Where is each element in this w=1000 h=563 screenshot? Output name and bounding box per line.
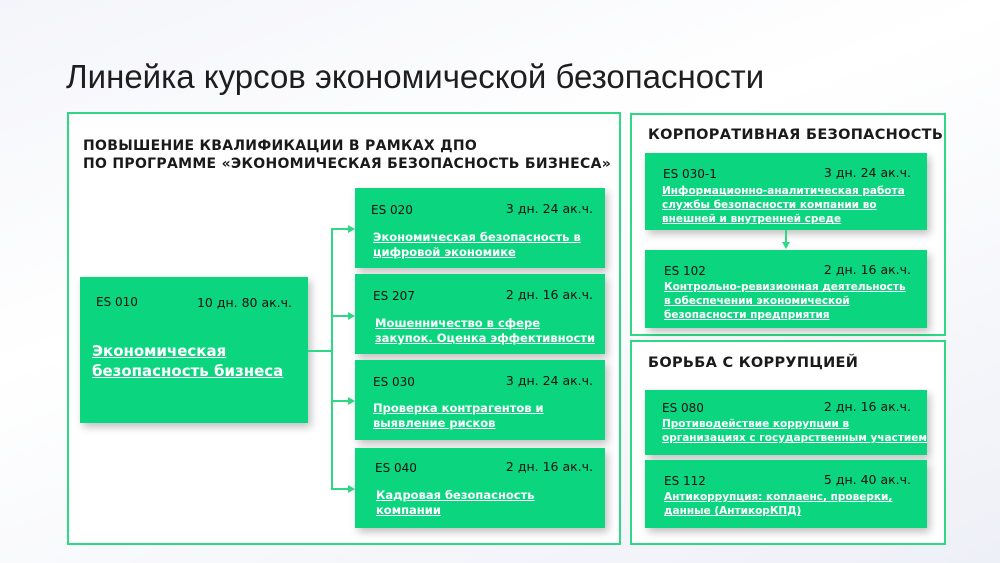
course-link[interactable]: Информационно-аналитическая работа служб… xyxy=(662,185,905,225)
course-code: ES 080 xyxy=(662,401,704,415)
course-card-es207[interactable]: ES 207 2 дн. 16 ак.ч. Мошенничество в сф… xyxy=(355,274,605,354)
course-code: ES 030 xyxy=(373,375,415,389)
course-duration: 3 дн. 24 ак.ч. xyxy=(823,165,911,180)
course-link[interactable]: Антикоррупция: коплаенс, проверки, данны… xyxy=(664,491,893,517)
connector xyxy=(331,228,349,230)
course-card-es010[interactable]: ES 010 10 дн. 80 ак.ч. Экономическая без… xyxy=(80,277,308,423)
course-link[interactable]: Кадровая безопасность компании xyxy=(376,488,535,517)
course-link[interactable]: Мошенничество в сфере закупок. Оценка эф… xyxy=(375,316,596,345)
connector xyxy=(785,230,787,244)
arrow-icon xyxy=(348,312,355,320)
course-card-es040[interactable]: ES 040 2 дн. 16 ак.ч. Кадровая безопасно… xyxy=(355,448,605,528)
course-link[interactable]: Проверка контрагентов и выявление рисков xyxy=(373,401,544,430)
course-code: ES 102 xyxy=(664,264,706,278)
connector xyxy=(331,400,349,402)
course-code: ES 112 xyxy=(664,474,706,488)
course-duration: 5 дн. 40 ак.ч. xyxy=(823,472,911,487)
course-duration: 2 дн. 16 ак.ч. xyxy=(505,459,593,474)
connector xyxy=(308,350,332,352)
course-card-es112[interactable]: ES 112 5 дн. 40 ак.ч. Антикоррупция: коп… xyxy=(645,460,927,528)
arrow-icon xyxy=(348,485,355,493)
course-link[interactable]: Противодействие коррупции в организациях… xyxy=(662,418,927,444)
arrow-icon xyxy=(348,225,355,233)
arrow-down-icon xyxy=(782,242,790,249)
course-code: ES 040 xyxy=(375,461,417,475)
course-duration: 3 дн. 24 ак.ч. xyxy=(505,373,593,388)
connector xyxy=(331,315,349,317)
course-link[interactable]: Экономическая безопасность в цифровой эк… xyxy=(373,230,581,259)
course-card-es030-1[interactable]: ES 030-1 3 дн. 24 ак.ч. Информационно-ан… xyxy=(645,153,927,230)
course-duration: 3 дн. 24 ак.ч. xyxy=(505,201,593,216)
course-link[interactable]: Контрольно-ревизионная деятельность в об… xyxy=(664,281,906,321)
page-title: Линейка курсов экономической безопасност… xyxy=(66,58,765,95)
course-duration: 2 дн. 16 ак.ч. xyxy=(505,287,593,302)
arrow-icon xyxy=(348,397,355,405)
course-card-es102[interactable]: ES 102 2 дн. 16 ак.ч. Контрольно-ревизио… xyxy=(645,250,927,328)
dpo-heading-line1: ПОВЫШЕНИЕ КВАЛИФИКАЦИИ В РАМКАХ ДПО xyxy=(83,138,478,154)
anticorruption-heading: БОРЬБА С КОРРУПЦИЕЙ xyxy=(648,355,859,371)
course-link[interactable]: Экономическая безопасность бизнеса xyxy=(92,342,284,380)
course-duration: 2 дн. 16 ак.ч. xyxy=(823,399,911,414)
course-duration: 2 дн. 16 ак.ч. xyxy=(823,262,911,277)
course-card-es020[interactable]: ES 020 3 дн. 24 ак.ч. Экономическая безо… xyxy=(355,188,605,268)
course-card-es080[interactable]: ES 080 2 дн. 16 ак.ч. Противодействие ко… xyxy=(645,390,927,455)
corporate-heading: КОРПОРАТИВНАЯ БЕЗОПАСНОСТЬ xyxy=(648,127,944,143)
connector xyxy=(331,488,349,490)
course-code: ES 207 xyxy=(373,289,415,303)
course-duration: 10 дн. 80 ак.ч. xyxy=(196,295,292,310)
course-card-es030[interactable]: ES 030 3 дн. 24 ак.ч. Проверка контраген… xyxy=(355,360,605,440)
course-code: ES 020 xyxy=(371,203,413,217)
connector xyxy=(331,228,333,489)
dpo-heading-line2: ПО ПРОГРАММЕ «ЭКОНОМИЧЕСКАЯ БЕЗОПАСНОСТЬ… xyxy=(83,156,612,172)
course-code: ES 010 xyxy=(96,295,138,309)
course-code: ES 030-1 xyxy=(663,167,717,181)
